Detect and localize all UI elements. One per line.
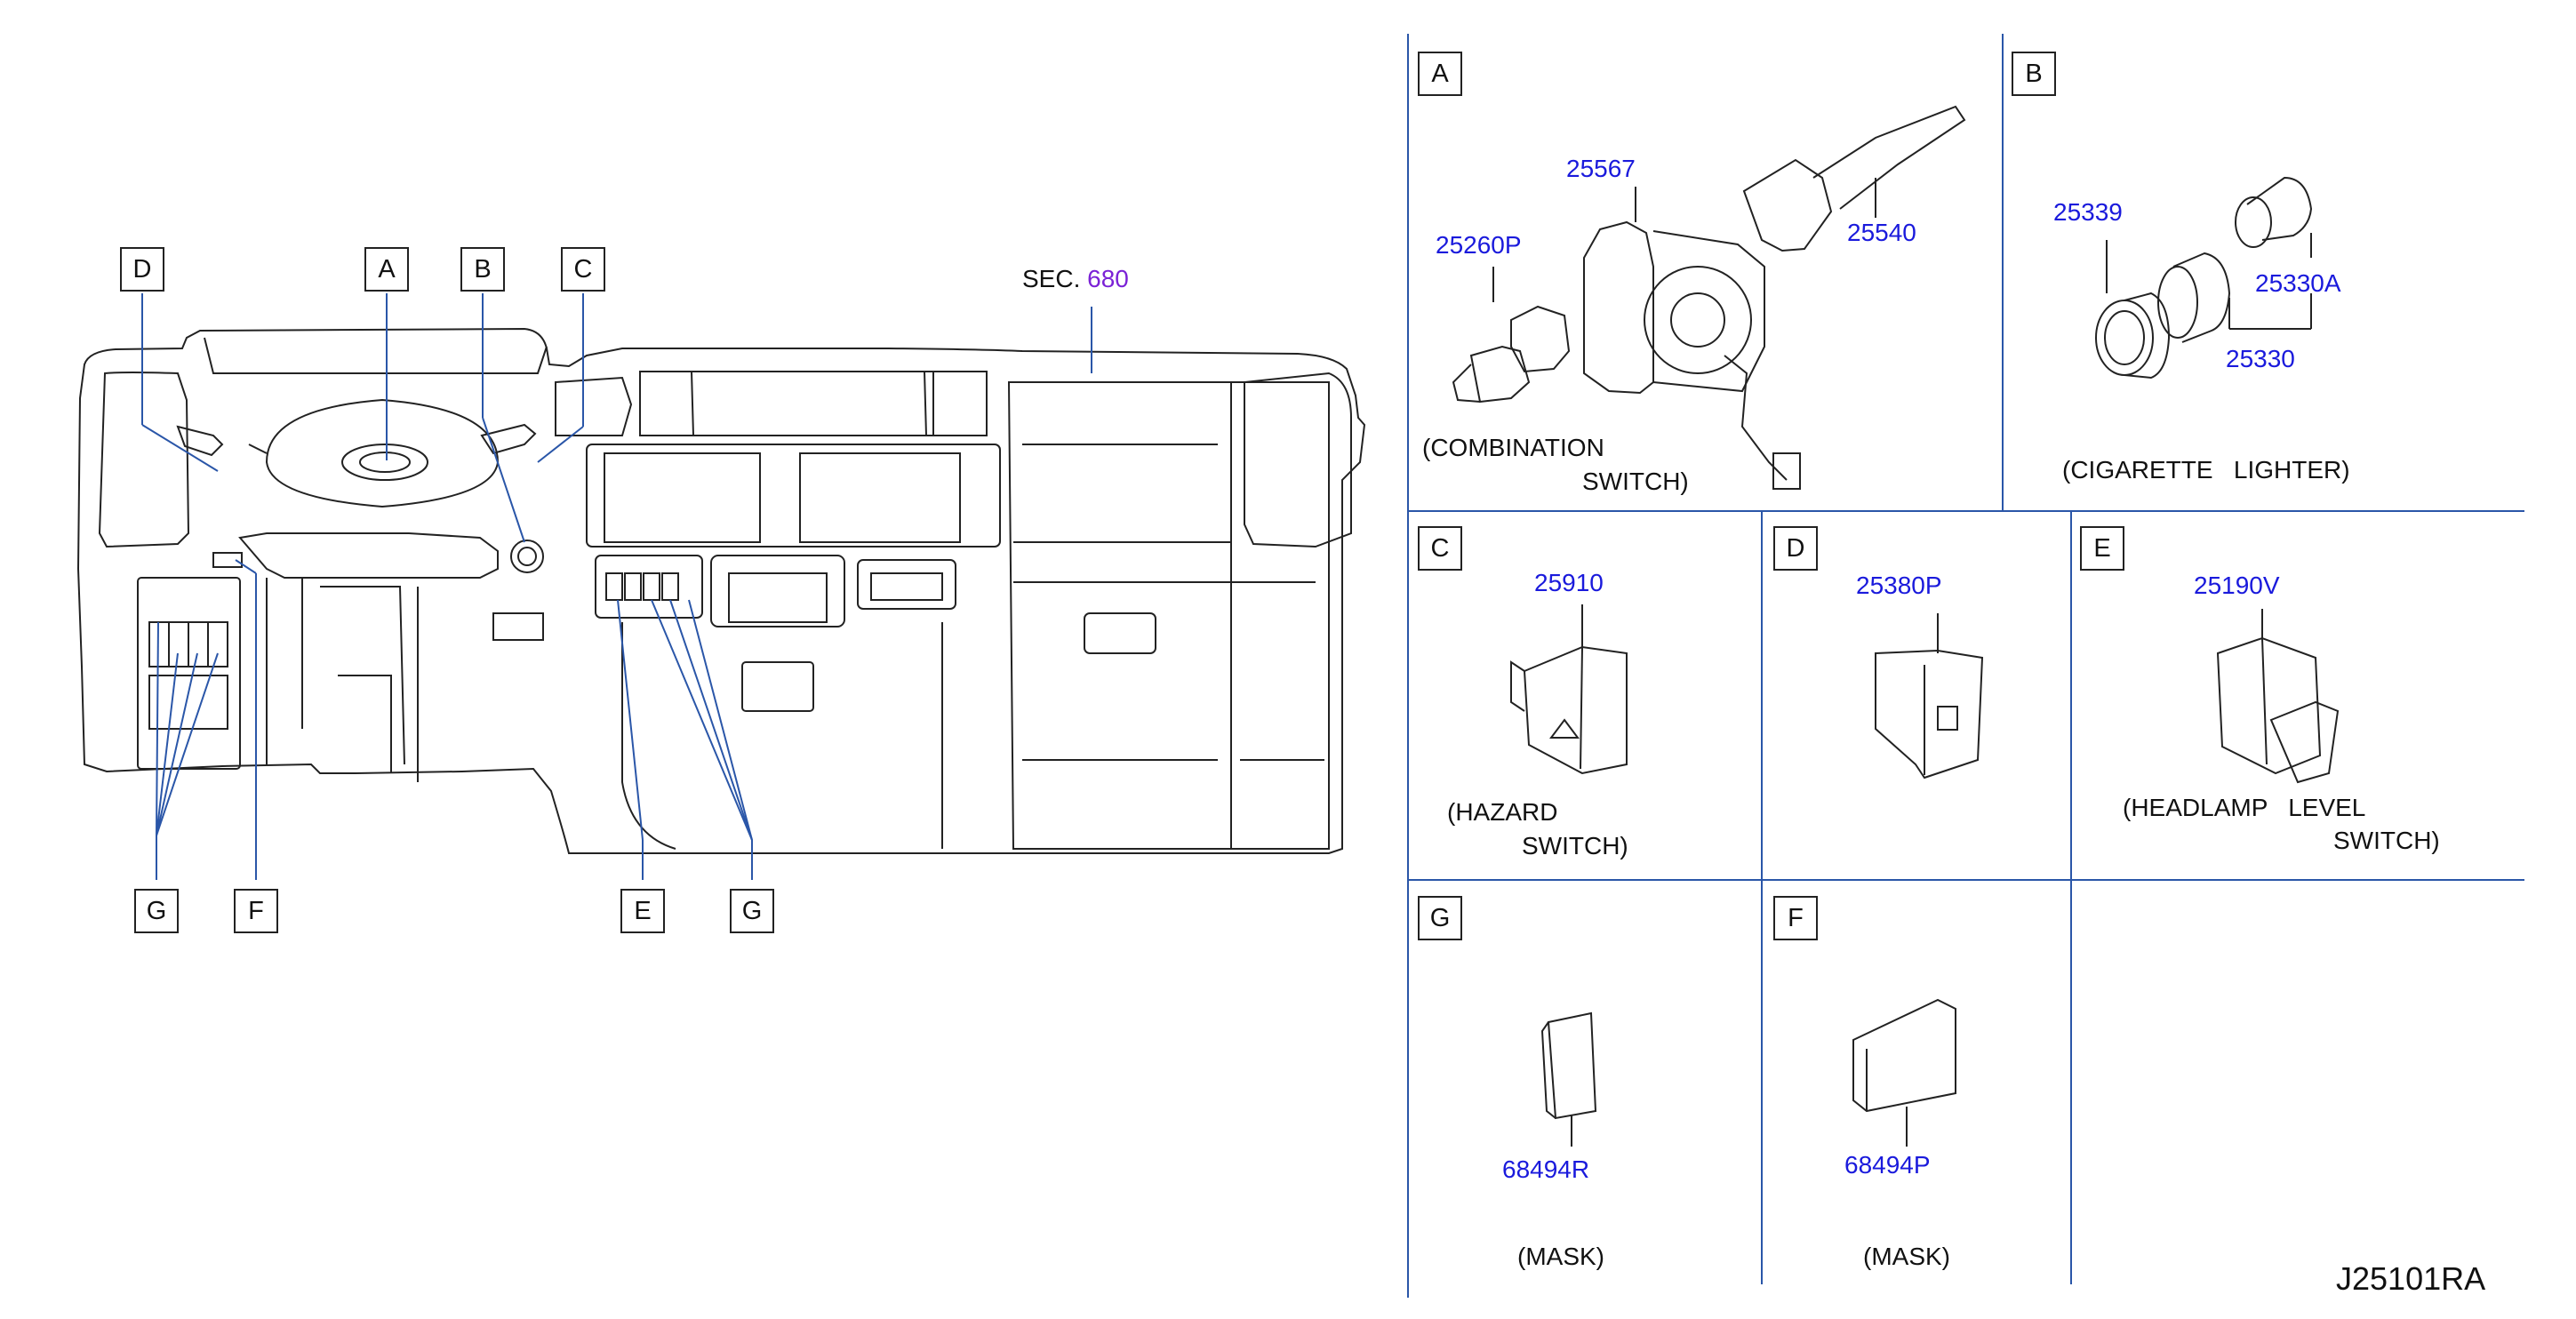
panel-a-letter-text: A — [1431, 59, 1449, 88]
callout-c-label: C — [573, 254, 593, 284]
mask-f-drawing — [1852, 998, 1956, 1147]
panel-e-letter-text: E — [2093, 533, 2111, 563]
panel-a-letter: A — [1418, 52, 1462, 96]
section-ref-number: 680 — [1087, 265, 1129, 292]
callout-a-label: A — [378, 254, 396, 284]
dashboard-drawing — [76, 327, 1366, 854]
panel-c-letter-text: C — [1430, 533, 1450, 563]
mask-g-drawing — [1540, 1011, 1597, 1147]
headlamp-level-switch-drawing — [2216, 609, 2340, 784]
panel-e-caption-line2: SWITCH) — [2333, 827, 2440, 854]
callout-f-label: F — [248, 896, 264, 925]
part-number-25540: 25540 — [1847, 219, 1916, 246]
callout-a: A — [364, 247, 409, 292]
panel-a-caption-line2: SWITCH) — [1582, 468, 1689, 495]
panel-c-caption-line2: SWITCH) — [1522, 832, 1628, 859]
callout-g-right: G — [730, 889, 774, 933]
combination-switch-drawing — [1452, 105, 1966, 490]
panel-b-letter: B — [2012, 52, 2056, 96]
hazard-switch-drawing — [1510, 604, 1628, 775]
part-number-25330: 25330 — [2226, 345, 2295, 372]
callout-f: F — [234, 889, 278, 933]
callout-g-left: G — [134, 889, 179, 933]
callout-b-label: B — [474, 254, 492, 284]
overview-leaders — [141, 293, 1092, 880]
callout-d-label: D — [132, 254, 152, 284]
diagram-id: J25101RA — [2336, 1260, 2486, 1297]
part-number-25330a: 25330A — [2255, 269, 2341, 297]
part-number-68494p: 68494P — [1844, 1151, 1931, 1179]
panel-g-letter: G — [1418, 896, 1462, 940]
panel-d-letter: D — [1773, 526, 1818, 571]
section-ref: SEC. 680 — [1022, 267, 1129, 292]
callout-c: C — [561, 247, 605, 292]
panel-e-letter: E — [2080, 526, 2124, 571]
panel-b-caption: (CIGARETTE LIGHTER) — [2062, 456, 2350, 484]
part-number-25190v: 25190V — [2194, 572, 2280, 599]
panel-f-caption: (MASK) — [1863, 1243, 1950, 1270]
panel-grid — [1407, 34, 2524, 1298]
panel-b-letter-text: B — [2025, 59, 2043, 88]
part-number-25910: 25910 — [1534, 569, 1604, 596]
switch-d-drawing — [1875, 613, 1984, 779]
panel-a-leaders — [1492, 178, 1876, 302]
section-ref-prefix: SEC. — [1022, 265, 1081, 292]
part-number-25567: 25567 — [1566, 155, 1636, 182]
part-number-25380p: 25380P — [1856, 572, 1942, 599]
cigarette-lighter-drawing — [2095, 176, 2313, 380]
callout-d: D — [120, 247, 164, 292]
panel-g-caption: (MASK) — [1517, 1243, 1604, 1270]
callout-e-label: E — [634, 896, 652, 925]
part-number-25339: 25339 — [2053, 198, 2123, 226]
callout-e: E — [620, 889, 665, 933]
callout-b: B — [460, 247, 505, 292]
panel-f-letter-text: F — [1788, 903, 1804, 932]
panel-a-caption-line1: (COMBINATION — [1422, 434, 1604, 461]
panel-e-caption-line1: (HEADLAMP LEVEL — [2123, 794, 2366, 821]
callout-g-left-label: G — [146, 896, 167, 925]
part-number-25260p: 25260P — [1436, 231, 1522, 259]
panel-g-letter-text: G — [1429, 903, 1451, 932]
panel-c-letter: C — [1418, 526, 1462, 571]
panel-c-caption-line1: (HAZARD — [1447, 798, 1558, 826]
part-number-68494r: 68494R — [1502, 1155, 1590, 1183]
panel-f-letter: F — [1773, 896, 1818, 940]
callout-g-right-label: G — [741, 896, 763, 925]
panel-d-letter-text: D — [1786, 533, 1805, 563]
